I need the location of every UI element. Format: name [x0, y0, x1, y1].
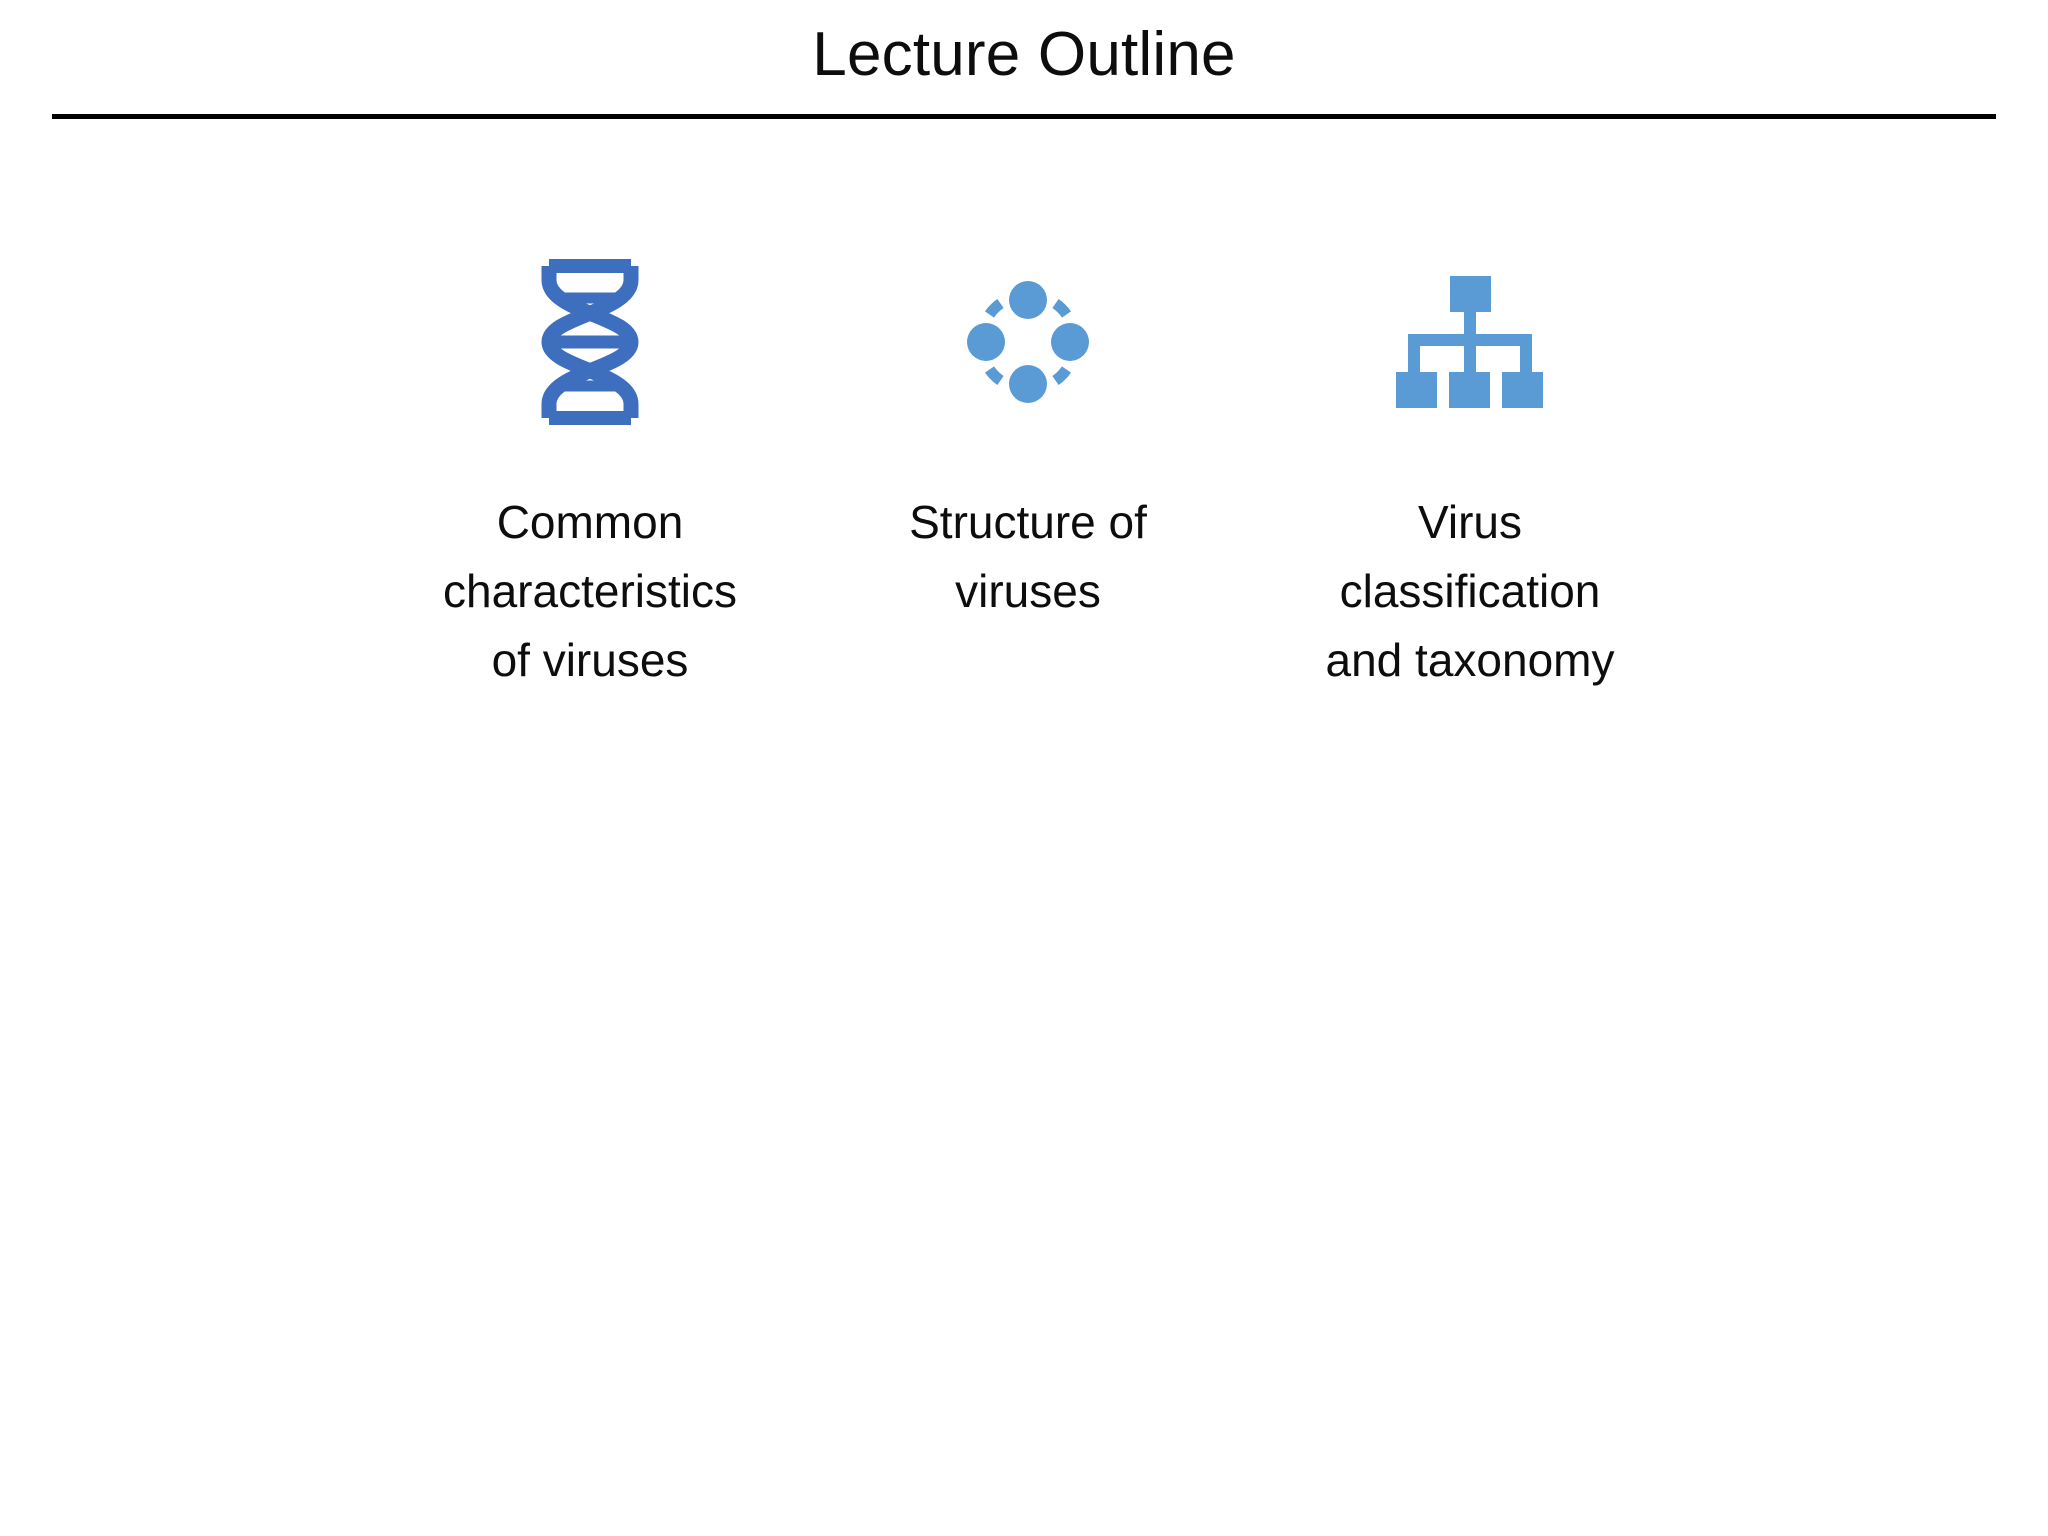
dna-helix-icon	[535, 259, 645, 425]
outline-item-label: Structure of viruses	[909, 496, 1147, 617]
outline-item-structure[interactable]: Structure of viruses	[878, 262, 1178, 626]
outline-columns: Common characteristics of viruses	[0, 259, 2048, 722]
outline-item-common-characteristics[interactable]: Common characteristics of viruses	[440, 259, 740, 695]
outline-item-classification[interactable]: Virus classification and taxonomy	[1320, 262, 1620, 695]
outline-item-label: Virus classification and taxonomy	[1325, 496, 1615, 686]
virus-particle-cycle-icon	[962, 262, 1094, 422]
hierarchy-taxonomy-icon	[1396, 262, 1544, 422]
outline-item-label: Common characteristics of viruses	[443, 496, 737, 686]
title-block: Lecture Outline	[0, 0, 2048, 119]
page-title: Lecture Outline	[812, 20, 1236, 89]
title-divider	[52, 114, 1996, 119]
